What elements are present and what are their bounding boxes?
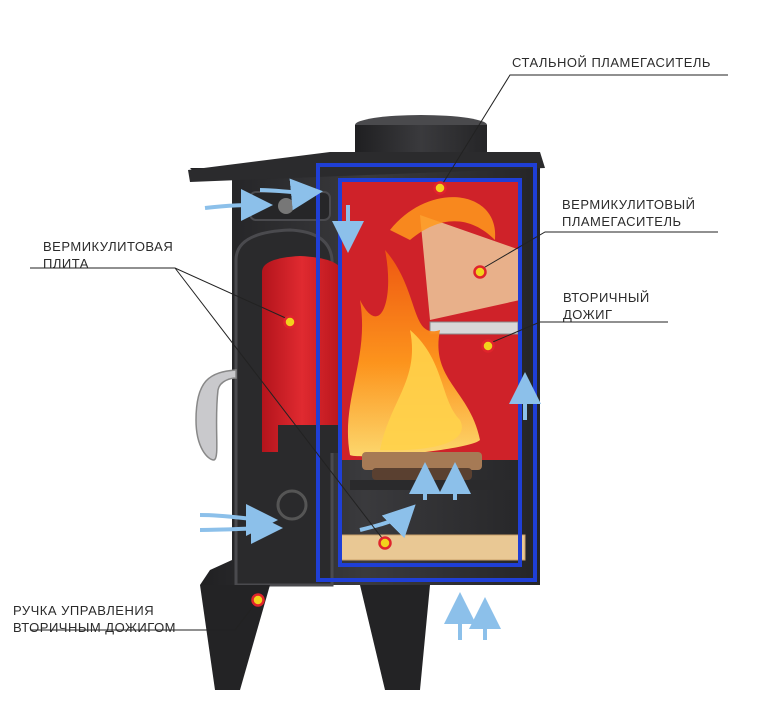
marker-vermiculite-baffle <box>473 265 487 279</box>
label-secondary-burn-control: РУЧКА УПРАВЛЕНИЯ ВТОРИЧНЫМ ДОЖИГОМ <box>13 602 176 636</box>
label-secondary-burn-line-2: ДОЖИГ <box>563 307 613 322</box>
chimney-collar <box>355 115 487 157</box>
vermiculite-baffle <box>420 215 520 320</box>
callout-markers <box>251 181 495 607</box>
vermiculite-plate <box>339 534 526 561</box>
label-vermiculite-baffle-line-2: ПЛАМЕГАСИТЕЛЬ <box>562 214 682 229</box>
label-vermiculite-baffle-line-1: ВЕРМИКУЛИТОВЫЙ <box>562 197 696 212</box>
firebox-glass-view <box>262 256 342 452</box>
marker-vermiculite-plate-side <box>283 315 297 329</box>
marker-steel-baffle <box>433 181 447 195</box>
secondary-burn-control-knob <box>276 489 308 521</box>
flames <box>347 197 496 457</box>
label-secondary-burn-line-1: ВТОРИЧНЫЙ <box>563 290 650 305</box>
airflow-arrows <box>199 178 541 640</box>
label-secondary-burn-control-line-1: РУЧКА УПРАВЛЕНИЯ <box>13 603 155 618</box>
stove-legs <box>200 585 430 690</box>
marker-secondary-burn-control <box>251 593 265 607</box>
label-vermiculite-plate: ВЕРМИКУЛИТОВАЯ ПЛИТА <box>43 238 173 272</box>
label-vermiculite-baffle: ВЕРМИКУЛИТОВЫЙ ПЛАМЕГАСИТЕЛЬ <box>562 196 695 230</box>
callout-lines <box>30 74 728 631</box>
label-secondary-burn: ВТОРИЧНЫЙ ДОЖИГ <box>563 289 650 323</box>
marker-secondary-burn <box>481 339 495 353</box>
label-steel-baffle-line: СТАЛЬНОЙ ПЛАМЕГАСИТЕЛЬ <box>512 55 711 70</box>
cutaway-outline <box>316 163 537 582</box>
label-steel-baffle: СТАЛЬНОЙ ПЛАМЕГАСИТЕЛЬ <box>512 54 711 71</box>
logs <box>362 452 482 480</box>
label-vermiculite-plate-line-2: ПЛИТА <box>43 256 89 271</box>
label-vermiculite-plate-line-1: ВЕРМИКУЛИТОВАЯ <box>43 239 174 254</box>
door-handle <box>195 369 237 461</box>
secondary-burn-tube <box>429 321 519 335</box>
marker-vermiculite-plate-bottom <box>378 536 392 550</box>
label-secondary-burn-control-line-2: ВТОРИЧНЫМ ДОЖИГОМ <box>13 620 177 635</box>
